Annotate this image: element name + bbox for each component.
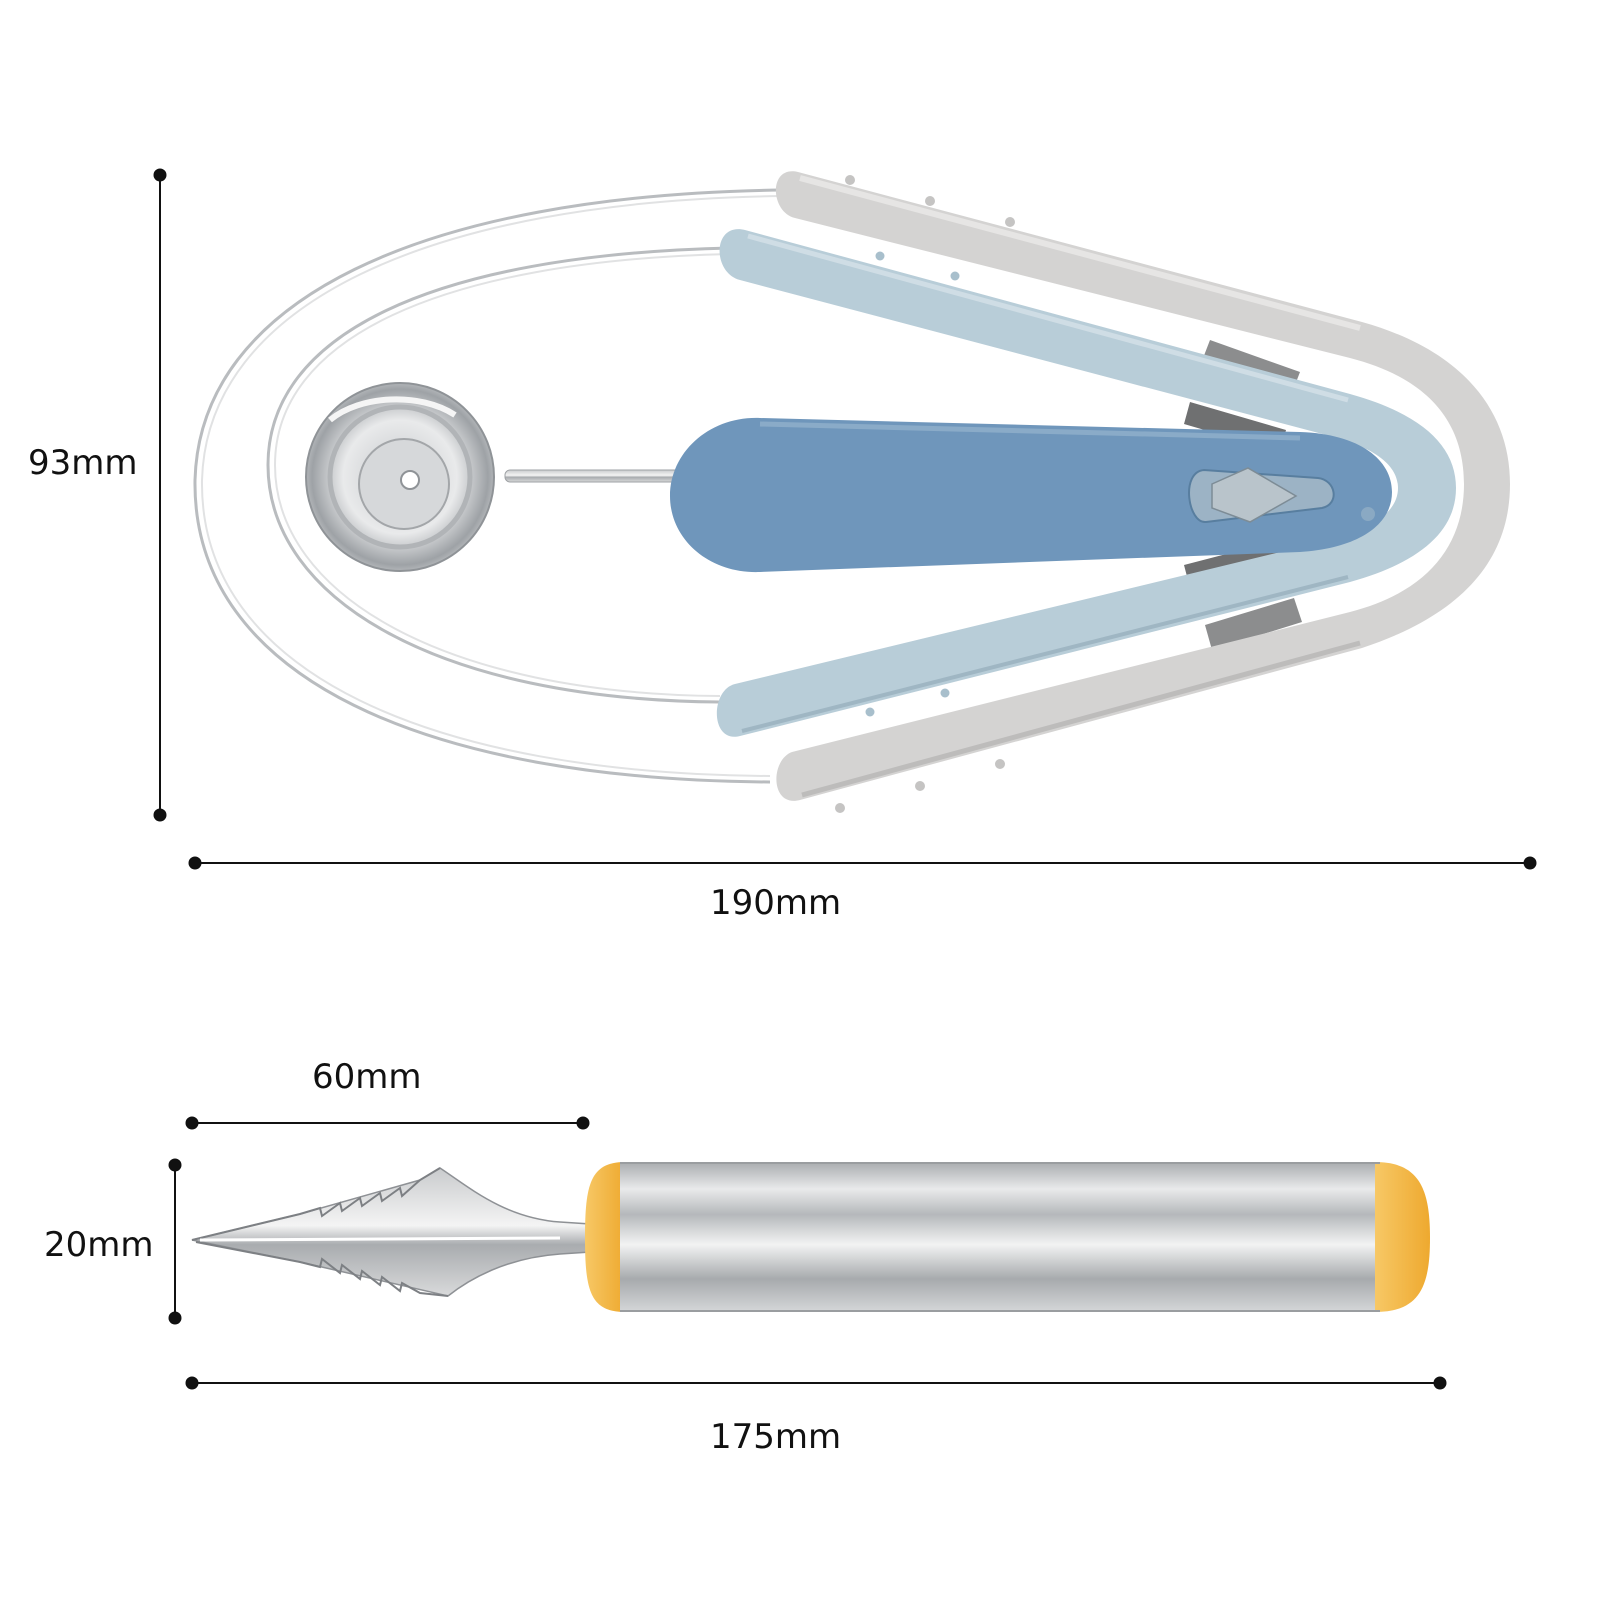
dimension-line-20mm xyxy=(168,1158,182,1325)
light-blue-inner-handle xyxy=(716,229,1456,737)
wire-loop-inner xyxy=(266,246,731,704)
width-label-190mm: 190mm xyxy=(710,883,842,923)
blue-grip-handle xyxy=(670,417,1392,573)
wire-loop-outer xyxy=(193,188,783,784)
dimension-line-190mm xyxy=(188,856,1537,870)
tool-length-label-175mm: 175mm xyxy=(710,1417,842,1457)
carving-blade xyxy=(191,1167,591,1297)
blade-length-label-60mm: 60mm xyxy=(312,1057,422,1097)
steel-cylinder-handle xyxy=(585,1162,1430,1312)
tool-height-label-20mm: 20mm xyxy=(44,1225,154,1265)
melon-scoop xyxy=(305,382,681,572)
gray-outer-handle xyxy=(775,171,1510,813)
dimension-line-93mm xyxy=(153,168,167,822)
dimension-line-60mm xyxy=(185,1116,590,1130)
dimension-line-175mm xyxy=(185,1376,1447,1390)
height-label-93mm: 93mm xyxy=(28,443,138,483)
